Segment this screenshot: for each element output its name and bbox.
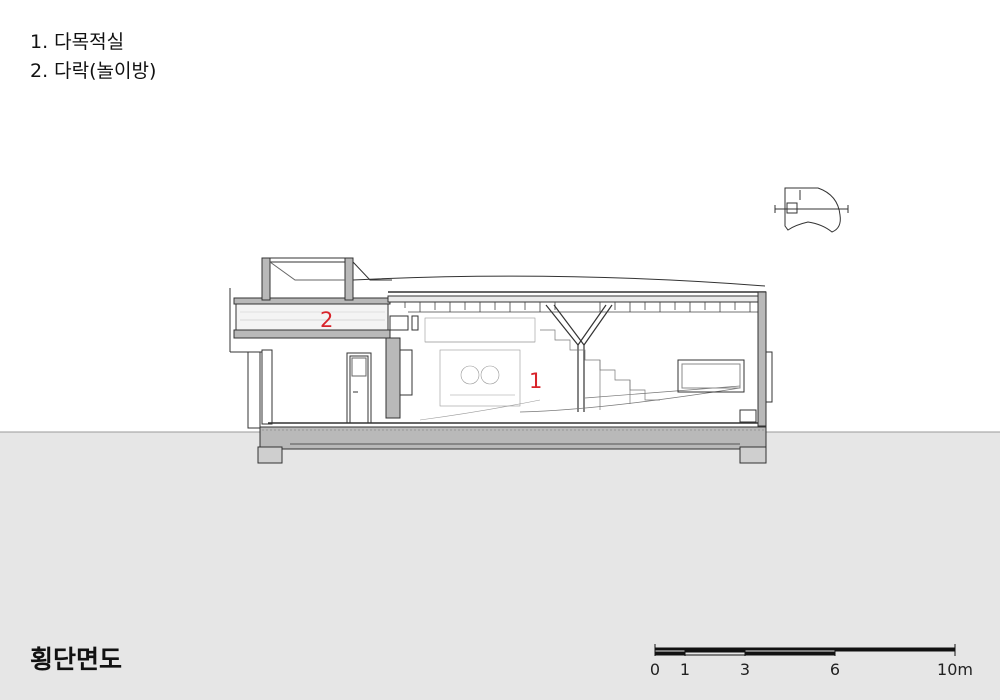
bookshelf	[419, 317, 541, 421]
scale-tick-6: 6	[829, 660, 841, 679]
legend-item-2: 2. 다락(놀이방)	[30, 60, 157, 82]
skylight-dormer	[261, 257, 392, 301]
left-wall	[229, 288, 273, 429]
legend-item-1: 1. 다목적실	[30, 31, 125, 53]
lower-room	[385, 315, 419, 419]
roof-trusses	[404, 302, 760, 313]
legend: 1. 다목적실 2. 다락(놀이방)	[30, 28, 156, 86]
key-plan	[774, 187, 849, 233]
right-wall	[739, 291, 773, 427]
room-label-1: 1	[529, 369, 542, 393]
door	[346, 352, 372, 424]
interior-window	[677, 359, 745, 393]
y-column	[545, 304, 613, 412]
room-label-2: 2	[320, 308, 333, 332]
scale-tick-1: 1	[679, 660, 691, 679]
drawing-title: 횡단면도	[30, 645, 123, 674]
ground-fill	[0, 432, 1000, 700]
loft	[233, 297, 391, 339]
foundation	[257, 426, 767, 464]
staircase	[519, 329, 741, 413]
scale-tick-10m: 10m	[937, 660, 973, 679]
roof	[352, 275, 767, 303]
scale-bar	[654, 644, 956, 656]
scale-tick-3: 3	[739, 660, 751, 679]
scale-tick-0: 0	[649, 660, 661, 679]
